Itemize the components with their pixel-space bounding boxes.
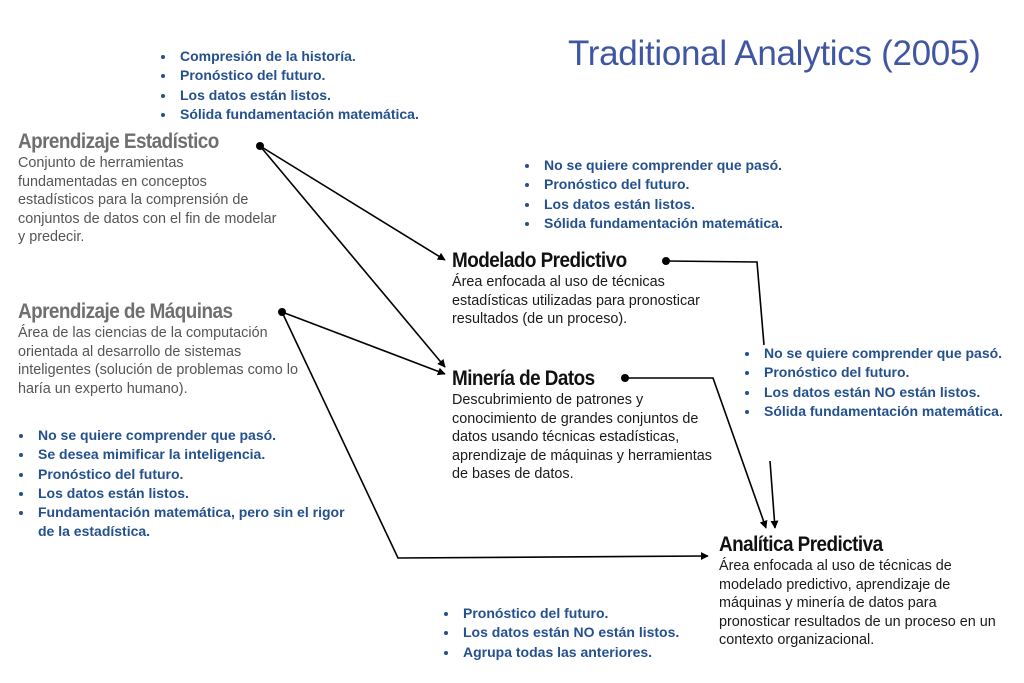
bullet-item: Pronóstico del futuro. <box>760 363 1024 382</box>
node-description: Área enfocada al uso de técnicas de mode… <box>719 558 996 648</box>
bullet-item: Los datos están listos. <box>540 195 860 214</box>
diagram-title: Traditional Analytics (2005) <box>568 34 981 73</box>
node-aprendizaje-maquinas: Aprendizaje de Máquinas Área de las cien… <box>18 300 298 398</box>
node-description: Conjunto de herramientas fundamentadas e… <box>18 155 277 245</box>
bullet-item: Los datos están NO están listos. <box>760 383 1024 402</box>
node-description: Descubrimiento de patrones y conocimient… <box>452 392 712 482</box>
bullet-item: Agrupa todas las anteriores. <box>459 643 731 662</box>
arrow-maquinas-to-mineria <box>281 311 446 376</box>
arrow-modelado-to-analitica <box>665 260 765 346</box>
node-dot-estadistico <box>256 142 264 150</box>
bullet-item: Pronóstico del futuro. <box>459 604 731 623</box>
bullet-item: Fundamentación matemática, pero sin el r… <box>34 503 352 542</box>
arrow-estadistico-to-mineria <box>259 145 446 368</box>
bullet-item: No se quiere comprender que pasó. <box>34 426 352 445</box>
node-title: Aprendizaje de Máquinas <box>18 300 233 323</box>
node-aprendizaje-estadistico: Aprendizaje Estadístico Conjunto de herr… <box>18 130 286 247</box>
arrow-maquinas-to-analitica <box>281 311 709 561</box>
bullet-item: Sólida fundamentación matemática. <box>176 105 476 124</box>
bullet-item: Los datos están NO están listos. <box>459 623 731 642</box>
node-title: Modelado Predictivo <box>452 249 627 272</box>
bullet-item: Pronóstico del futuro. <box>540 175 860 194</box>
node-title: Aprendizaje Estadístico <box>18 130 219 153</box>
analitica-bullet-list: Pronóstico del futuro. Los datos están N… <box>443 604 731 662</box>
node-analitica-predictiva: Analítica Predictiva Área enfocada al us… <box>719 533 1009 650</box>
maquinas-bullet-list: No se quiere comprender que pasó. Se des… <box>18 426 352 542</box>
bullet-item: No se quiere comprender que pasó. <box>540 156 860 175</box>
node-dot-maquinas <box>278 308 286 316</box>
bullet-item: Pronóstico del futuro. <box>34 465 352 484</box>
node-title: Analítica Predictiva <box>719 533 883 556</box>
bullet-item: Sólida fundamentación matemática. <box>540 214 860 233</box>
bullet-item: Sólida fundamentación matemática. <box>760 402 1024 421</box>
arrow-estadistico-to-modelado <box>259 145 446 261</box>
bullet-item: Compresión de la historía. <box>176 47 476 66</box>
node-description: Área enfocada al uso de técnicas estadís… <box>452 274 700 327</box>
estadistico-bullet-list: Compresión de la historía. Pronóstico de… <box>160 47 476 124</box>
node-description: Área de las ciencias de la computación o… <box>18 325 298 397</box>
node-title: Minería de Datos <box>452 367 595 390</box>
node-modelado-predictivo: Modelado Predictivo Área enfocada al uso… <box>452 249 712 329</box>
modelado-bullet-list: No se quiere comprender que pasó. Pronós… <box>524 156 860 233</box>
mineria-bullet-list: No se quiere comprender que pasó. Pronós… <box>744 344 1024 421</box>
bullet-item: Pronóstico del futuro. <box>176 66 476 85</box>
bullet-item: Los datos están listos. <box>176 86 476 105</box>
arrow-modelado-to-analitica-lower <box>769 460 779 529</box>
bullet-item: No se quiere comprender que pasó. <box>760 344 1024 363</box>
arrow-mineria-to-analitica <box>625 377 768 529</box>
node-mineria-datos: Minería de Datos Descubrimiento de patro… <box>452 367 717 484</box>
node-dot-modelado <box>662 257 670 265</box>
bullet-item: Se desea mimificar la inteligencia. <box>34 445 352 464</box>
bullet-item: Los datos están listos. <box>34 484 352 503</box>
node-dot-mineria <box>621 374 629 382</box>
